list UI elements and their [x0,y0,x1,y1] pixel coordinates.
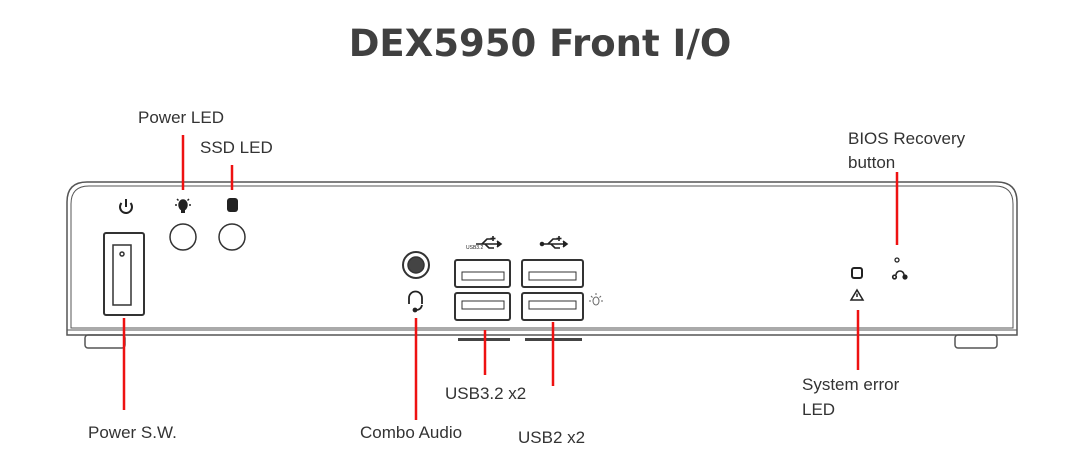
storage-drive-icon [227,198,238,212]
label-usb2: USB2 x2 [518,428,586,447]
usb-power-bulb-icon [589,293,603,306]
label-system-error-line2: LED [802,400,836,419]
usb-icon [539,236,569,249]
system-error-led [851,267,863,279]
usb32-port-bottom [454,292,511,321]
label-power-led: Power LED [138,108,224,127]
usb3-icon: USB3.2 [466,236,503,251]
combo-audio-jack [402,251,430,279]
label-system-error-line1: System error [802,375,900,394]
usb2-port-top [521,259,584,288]
recovery-icon [891,270,908,280]
right-foot [954,334,998,349]
headset-icon [408,290,423,313]
label-ssd-led: SSD LED [200,138,273,157]
ssd-led [218,223,246,251]
usb32-port-top [454,259,511,288]
warning-icon [849,288,865,301]
chassis-outline [66,181,1018,336]
label-power-sw: Power S.W. [88,423,177,442]
led-bulb-icon [175,198,191,213]
left-foot [84,334,126,349]
label-bios-recovery-line1: BIOS Recovery [848,129,966,148]
usb2-port-bottom [521,292,584,321]
label-bios-recovery-line2: button [848,153,896,172]
power-icon [119,199,133,214]
label-usb32: USB3.2 x2 [445,384,527,403]
power-led [169,223,197,251]
bios-recovery-button [894,257,900,263]
diagram-title: DEX5950 Front I/O [348,22,732,65]
power-switch [103,232,145,316]
usb3-icon-text: USB3.2 [466,245,483,251]
label-combo-audio: Combo Audio [360,423,463,442]
